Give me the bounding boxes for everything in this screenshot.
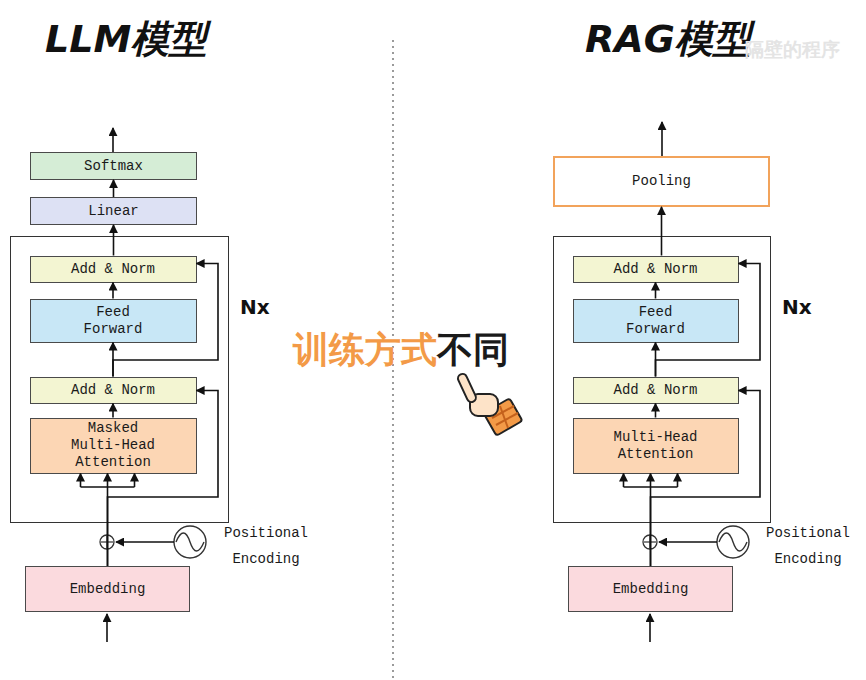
connector [113,180,114,197]
norm-box: Add & Norm [573,256,739,283]
connector-line [134,474,136,488]
connector [113,264,218,377]
attention-box: Masked Multi-Head Attention [30,418,197,474]
callout-text: 训练方式 [293,326,437,375]
box-label: Pooling [632,173,691,190]
connector-line [112,404,114,418]
connector-line [624,486,678,488]
box-label: Add & Norm [613,382,697,399]
connector-line [113,180,115,197]
connector-line [107,487,109,566]
adder-symbol [643,535,657,549]
connector-line [81,486,135,488]
ffn-box: Feed Forward [573,299,739,343]
pointing-hand [457,373,523,436]
box-label: Embedding [613,581,689,598]
connector-line [107,474,109,488]
connector-line [80,474,82,488]
connector [113,404,114,418]
connector-line [623,474,625,488]
box-label: Add & Norm [71,261,155,278]
repeat-block: NxAdd & NormFeed ForwardAdd & NormMasked… [10,236,229,523]
connector-line [113,225,115,256]
output-arrow [661,122,663,156]
connector [651,391,761,567]
box-label: Embedding [70,581,146,598]
norm-box: Add & Norm [30,377,197,404]
connector-line [112,343,114,377]
ffn-box: Feed Forward [30,299,197,343]
box-label: Feed Forward [81,304,145,338]
connector [655,343,656,377]
output-arrow [112,128,114,152]
connector [81,474,135,567]
encoding-arrow [659,541,717,543]
connector [108,391,219,567]
connector-line [650,474,652,488]
box-label: Add & Norm [613,261,697,278]
embedding-box: Embedding [568,566,733,612]
connector-line [655,343,657,377]
input-arrow [106,614,108,642]
connector-line [655,404,657,418]
attention-box: Multi-Head Attention [573,418,739,474]
panel-title: LLM模型 [45,14,207,65]
output-box: Softmax [30,152,197,180]
repeat-count: Nx [240,295,270,319]
connector [661,207,662,256]
sine-symbol [174,526,206,558]
norm-box: Add & Norm [30,256,197,283]
connector [655,283,656,299]
connector-line [650,487,652,566]
connector-line [677,474,679,488]
pooling-box: Pooling [553,156,770,207]
connector-line [108,391,219,567]
box-label: Feed Forward [624,304,688,338]
embedding-box: Embedding [25,566,190,612]
encoding-label: Positional Encoding [216,520,316,572]
callout-text: 不同 [437,326,509,375]
encoding-arrow [116,541,174,543]
encoding-label: Positional Encoding [758,520,858,572]
connector [113,343,114,377]
repeat-block: NxAdd & NormFeed ForwardAdd & NormMulti-… [553,236,771,523]
box-label: Multi-Head Attention [610,429,702,463]
box-label: Add & Norm [71,382,155,399]
box-label: Masked Multi-Head Attention [67,420,159,471]
adder-symbol [100,535,114,549]
connector [113,283,114,299]
sine-symbol [717,526,749,558]
linear-box: Linear [30,197,197,225]
box-label: Softmax [84,158,143,175]
connector-line [112,283,114,299]
connector [113,225,114,256]
connector-line [656,264,761,377]
connector-line [651,391,761,567]
panel-title: RAG模型 [585,14,751,65]
repeat-count: Nx [782,295,812,319]
norm-box: Add & Norm [573,377,739,404]
connector-line [661,207,663,256]
watermark: 隔壁的程序 [745,37,840,63]
connector-line [113,264,218,377]
input-arrow [649,614,651,642]
connector-line [655,283,657,299]
connector [655,404,656,418]
connector [624,474,678,567]
connector [656,264,761,377]
box-label: Linear [88,203,138,220]
